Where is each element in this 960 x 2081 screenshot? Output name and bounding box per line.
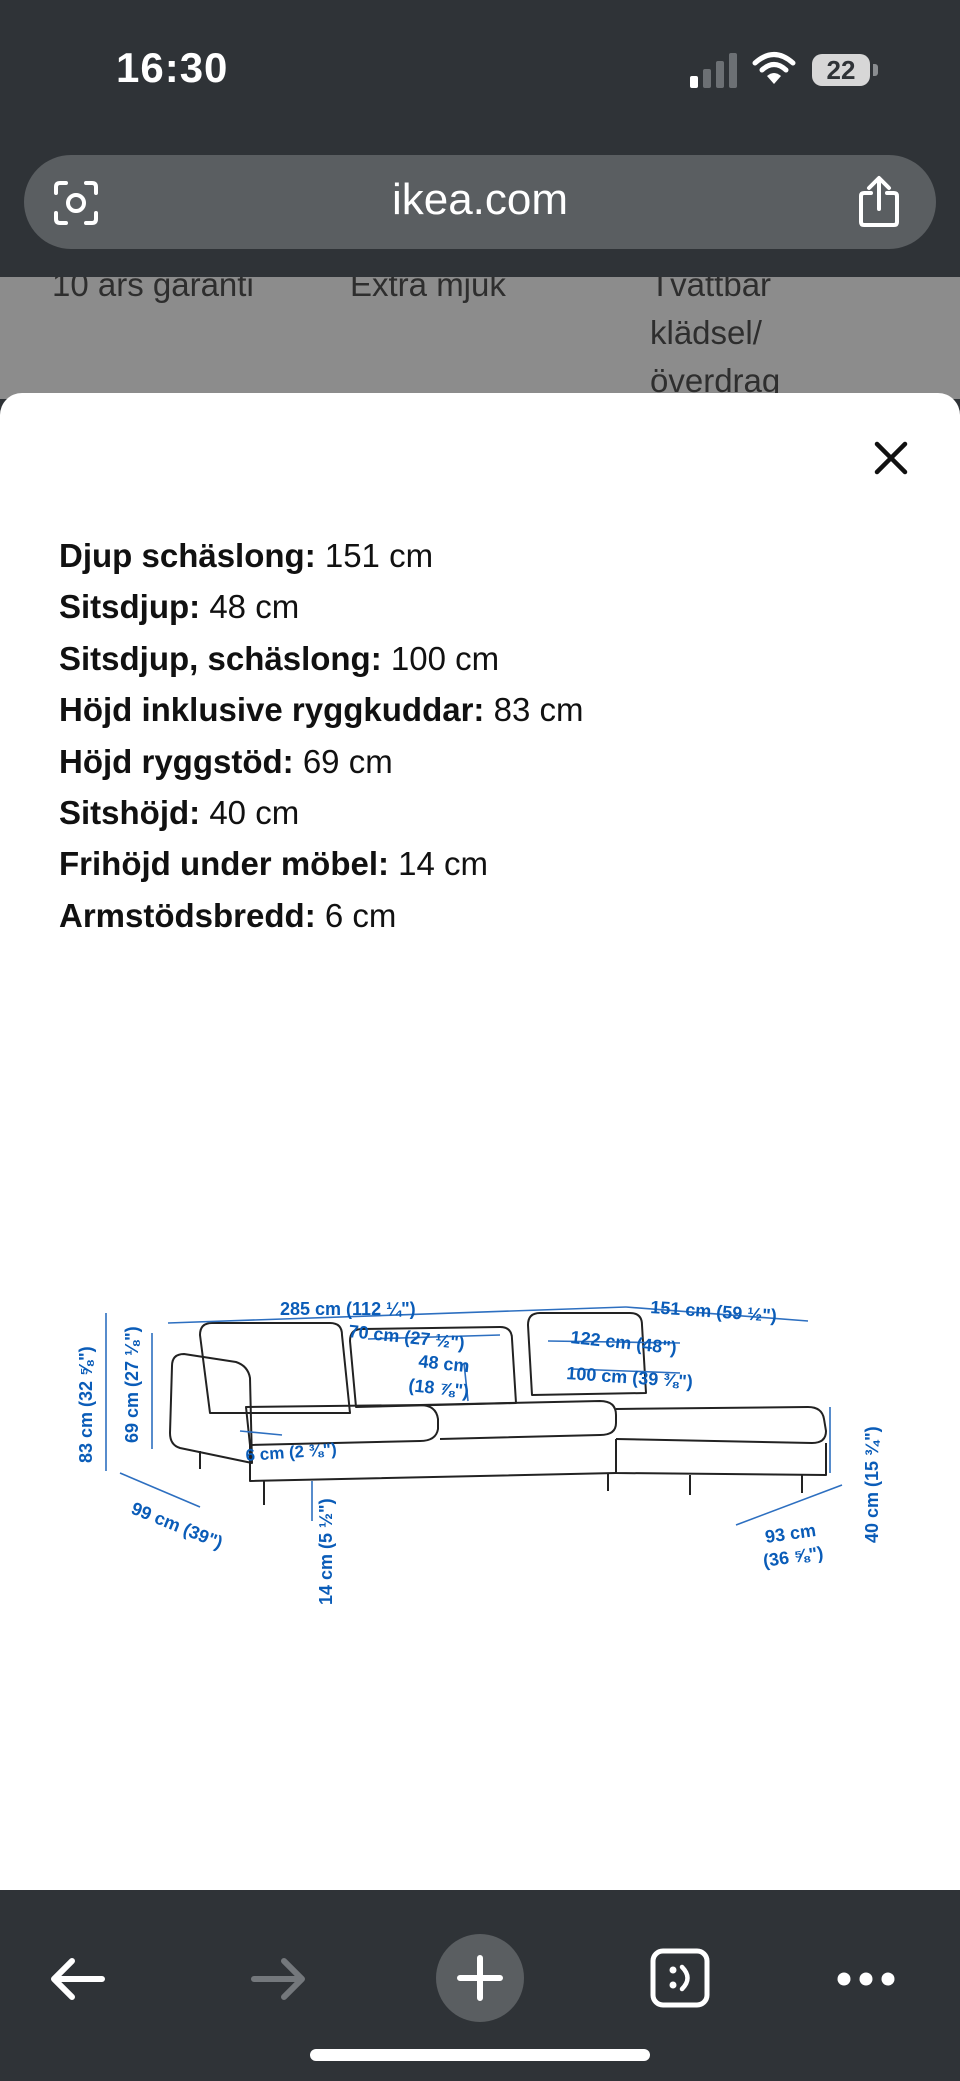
chaise-seat-label: 100 cm (39 ⅜") (566, 1363, 694, 1392)
dimension-label: Sitshöjd: (59, 794, 201, 832)
feature-washable-3: överdrag (650, 362, 781, 399)
dimension-label: Djup schäslong: (59, 537, 316, 574)
share-icon[interactable] (854, 175, 904, 229)
address-bar[interactable]: ikea.com (24, 155, 936, 249)
dimension-row: Höjd inklusive ryggkuddar: 83 cm (59, 684, 919, 735)
dimension-value: 48 cm (200, 588, 300, 626)
dimension-list: Djup schäslong: 151 cm Sitsdjup: 48 cm S… (59, 530, 919, 941)
width-label: 285 cm (112 ¼") (280, 1299, 416, 1319)
back-height-label: 69 cm (27 ⅛") (122, 1326, 142, 1443)
lens-icon[interactable] (52, 179, 100, 227)
feature-guarantee: 10 års garanti (52, 277, 254, 303)
seat-depth-label: 48 cm (418, 1351, 471, 1376)
chaise-front-inch-label: (36 ⅝") (762, 1543, 825, 1571)
dimension-value: 69 cm (293, 742, 393, 780)
battery-icon: 22 (812, 54, 878, 88)
tabs-button[interactable] (644, 1940, 716, 2016)
url-text[interactable]: ikea.com (391, 175, 569, 224)
back-cushion-label: 70 cm (27 ½") (348, 1321, 466, 1353)
dimension-value: 83 cm (484, 691, 584, 729)
dimension-label: Sitsdjup: (59, 588, 201, 626)
chaise-front-label: 93 cm (764, 1520, 817, 1547)
dimension-value: 6 cm (315, 896, 397, 934)
armrest-label: 6 cm (2 ⅜") (245, 1440, 337, 1465)
seat-depth-inch-label: (18 ⅞") (408, 1375, 470, 1401)
more-icon[interactable] (836, 1971, 896, 1987)
dimension-row: Sitsdjup: 48 cm (59, 581, 919, 632)
forward-button[interactable] (242, 1942, 316, 2016)
sofa-dimension-drawing: 285 cm (112 ¼") 151 cm (59 ½") 70 cm (27… (76, 1297, 882, 1605)
background-page: 10 års garanti Extra mjuk Tvättbar kläds… (0, 277, 960, 399)
dimension-row: Armstödsbredd: 6 cm (59, 890, 919, 941)
signal-icon (690, 52, 740, 88)
dimension-label: Höjd inklusive ryggkuddar: (59, 691, 485, 729)
dimension-label: Frihöjd under möbel: (59, 845, 389, 883)
dimension-label: Höjd ryggstöd: (59, 742, 294, 780)
dimension-label: Sitsdjup, schäslong: (59, 639, 382, 677)
seat-height-label: 40 cm (15 ¾") (862, 1426, 882, 1543)
depth-label: 99 cm (39") (129, 1498, 226, 1553)
tabs-icon[interactable] (649, 1947, 711, 2009)
dimensions-sheet: Djup schäslong: 151 cm Sitsdjup: 48 cm S… (0, 393, 960, 1890)
dimension-value: 151 cm (315, 537, 434, 574)
close-button[interactable] (862, 429, 920, 487)
home-indicator (310, 2049, 650, 2061)
new-tab-icon[interactable] (456, 1954, 504, 2002)
dimension-value: 40 cm (200, 794, 300, 832)
clearance-label: 14 cm (5 ½") (316, 1498, 336, 1605)
forward-icon[interactable] (250, 1955, 308, 2003)
sofa-outline (169, 1312, 827, 1505)
dimension-row: Frihöjd under möbel: 14 cm (59, 838, 919, 889)
feature-washable-1: Tvättbar (650, 277, 772, 303)
dimension-row: Sitsdjup, schäslong: 100 cm (59, 633, 919, 684)
dimension-value: 100 cm (381, 639, 500, 677)
status-time: 16:30 (116, 44, 229, 91)
dimension-label: Armstödsbredd: (59, 896, 316, 934)
battery-level: 22 (812, 54, 870, 86)
back-button[interactable] (40, 1942, 114, 2016)
dimension-row: Sitshöjd: 40 cm (59, 787, 919, 838)
new-tab-button[interactable] (436, 1934, 524, 2022)
back-icon[interactable] (48, 1955, 106, 2003)
feature-soft: Extra mjuk (350, 277, 506, 303)
dimension-lines (105, 1306, 843, 1526)
chaise-depth-label: 151 cm (59 ½") (650, 1297, 778, 1326)
feature-washable-2: klädsel/ (650, 314, 762, 351)
dimension-row: Höjd ryggstöd: 69 cm (59, 736, 919, 787)
dimension-row: Djup schäslong: 151 cm (59, 530, 919, 581)
close-icon[interactable] (874, 441, 908, 475)
wifi-icon (752, 52, 796, 84)
total-height-label: 83 cm (32 ⅝") (76, 1346, 96, 1463)
chaise-width-label: 122 cm (48") (570, 1327, 678, 1358)
dimension-value: 14 cm (388, 845, 489, 883)
status-bar: 16:30 22 (0, 0, 960, 140)
more-button[interactable] (826, 1942, 906, 2016)
